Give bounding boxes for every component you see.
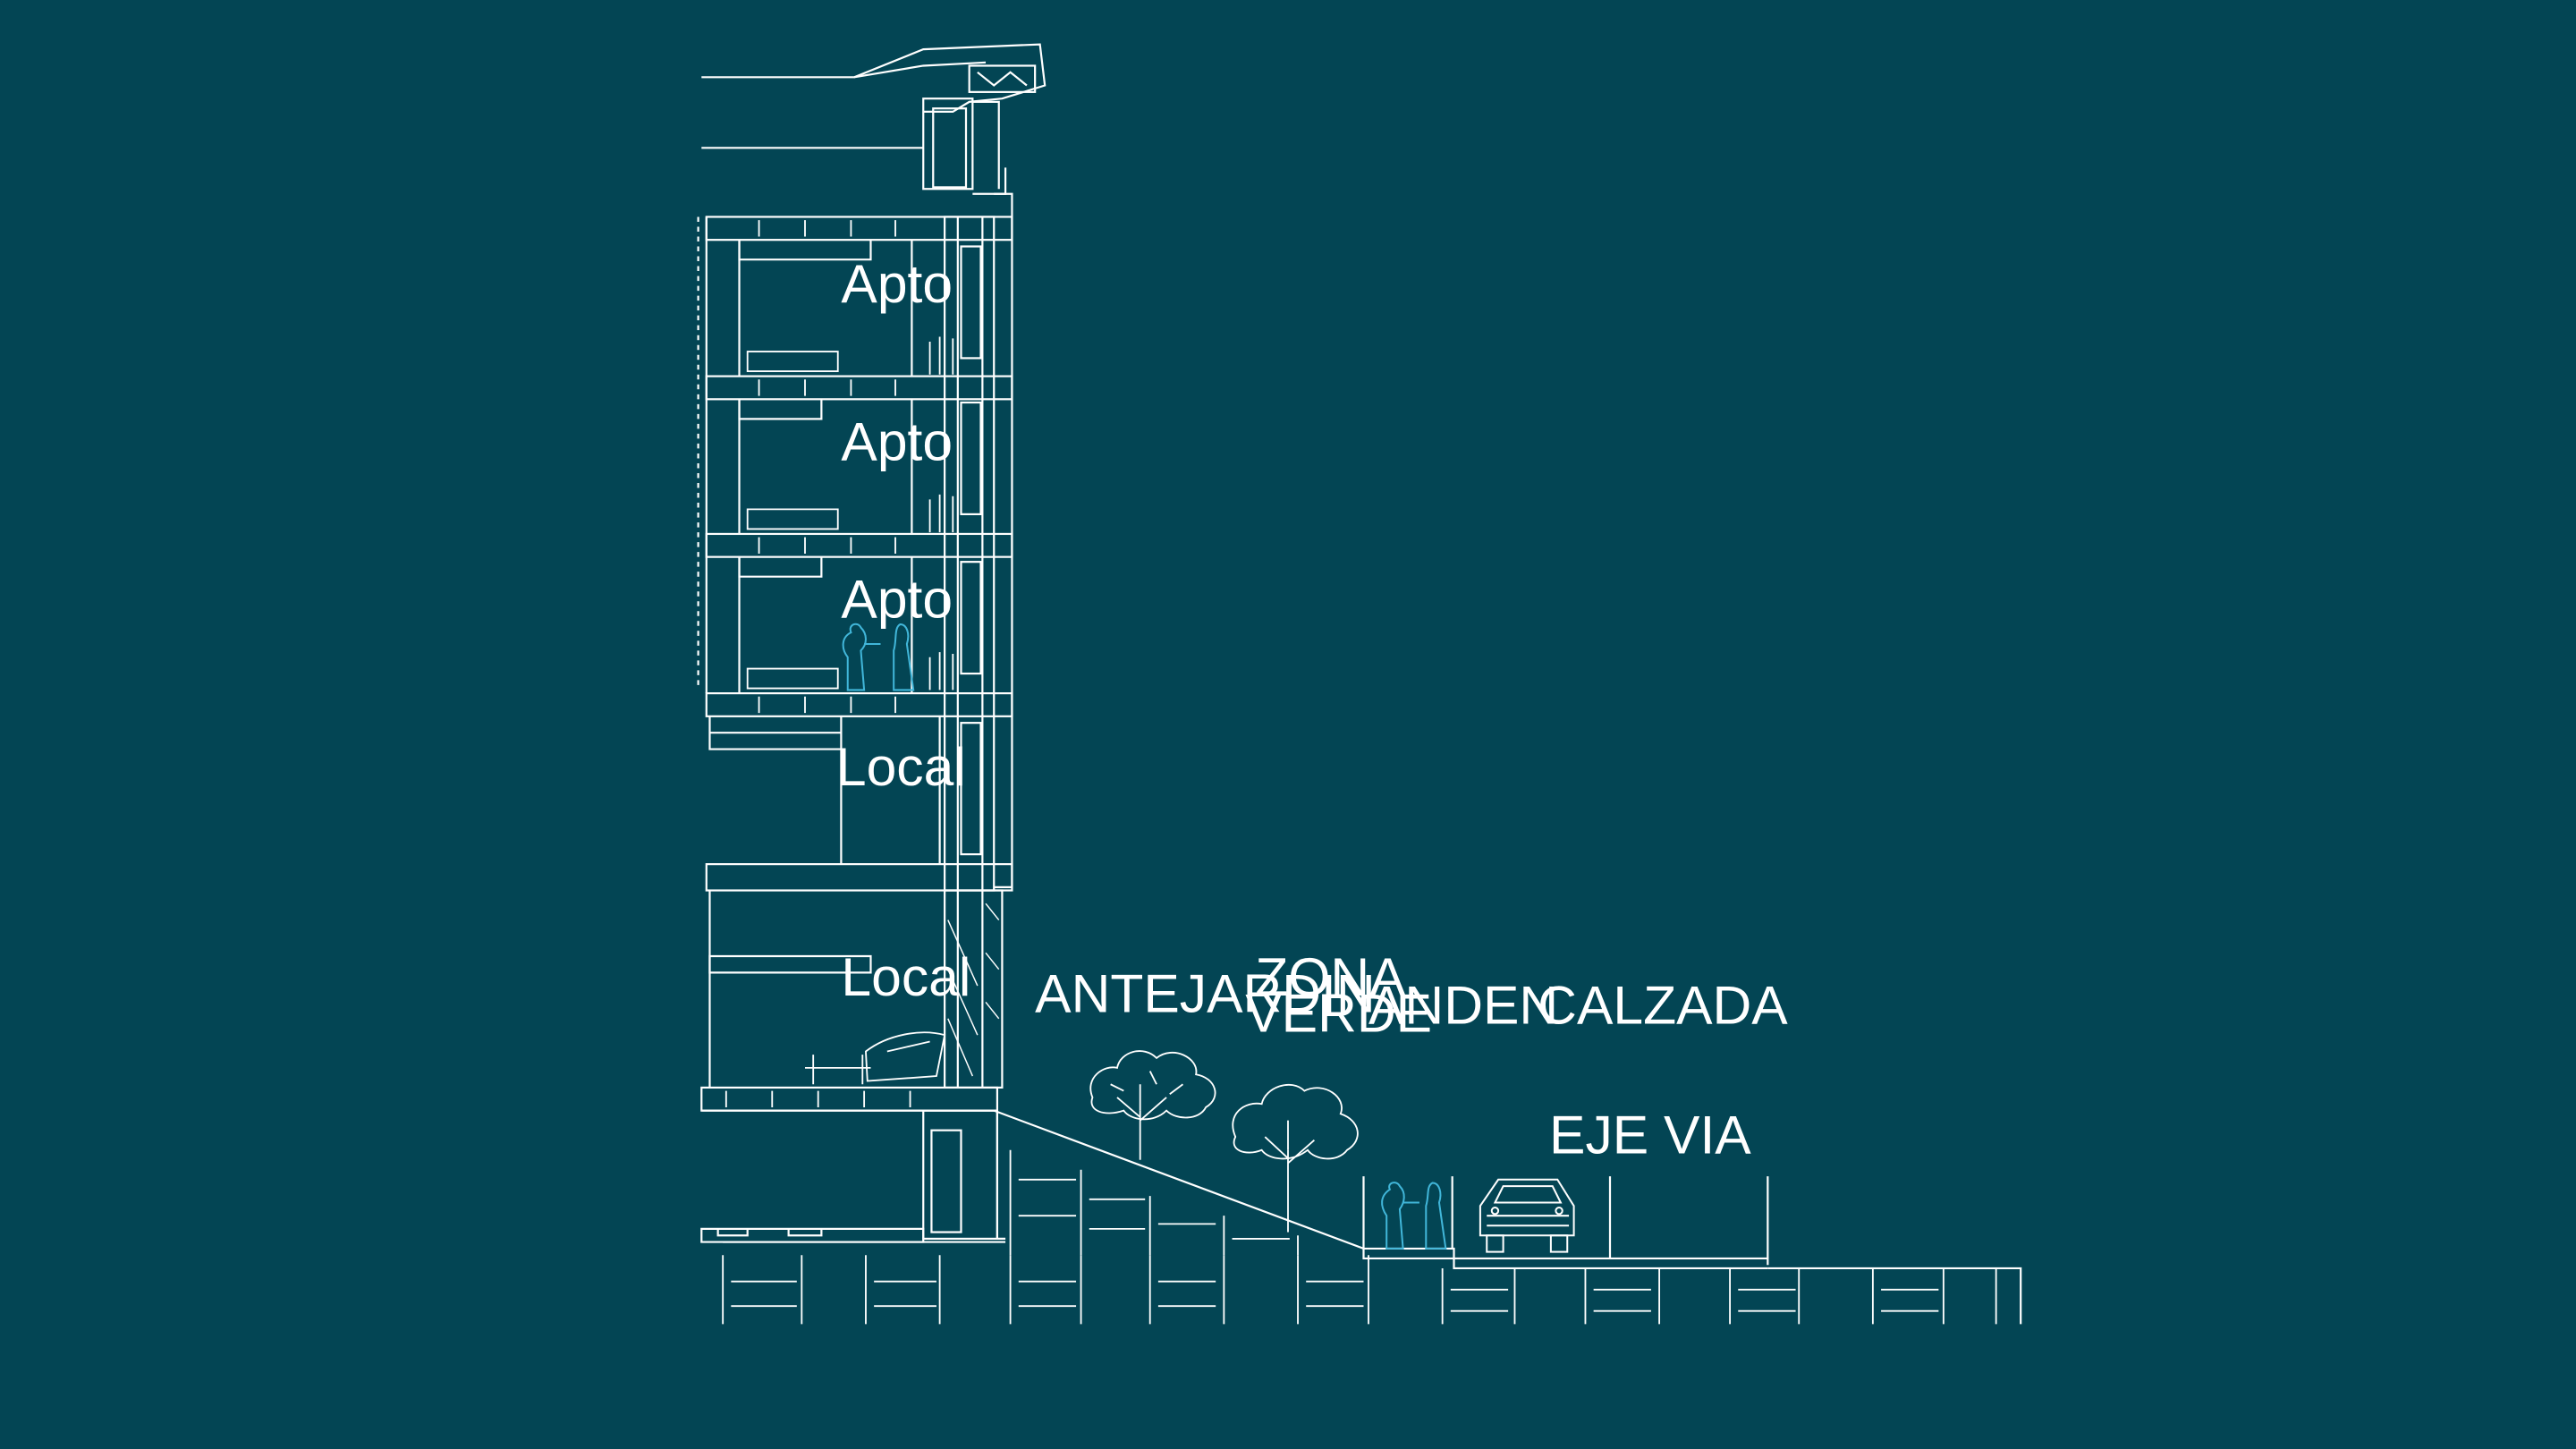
car — [1479, 1178, 1575, 1253]
tree-zona-verde — [1232, 1083, 1359, 1233]
zone-label-eje-via: EJE VIA — [1549, 1104, 1751, 1165]
zone-label-calzada: CALZADA — [1538, 974, 1788, 1035]
shopfront — [944, 889, 1004, 1089]
soil-hatch — [722, 1149, 1997, 1325]
people-figures — [842, 623, 1447, 1250]
zone-label-verde: VERDE — [1245, 982, 1432, 1043]
floor-label-apto-3: Apto — [841, 569, 953, 630]
interior-walls — [708, 240, 941, 1088]
zone-label-antejardin: ANTEJARDIN — [1035, 962, 1376, 1023]
exterior-wall — [697, 216, 708, 694]
floor-label-apto-4: Apto — [841, 411, 953, 471]
floor-label-local-2: Local — [836, 736, 966, 797]
zone-label-zona: ZONA — [1255, 946, 1406, 1007]
labels: Apto Apto Apto Local Local ANTEJARDIN ZO… — [836, 253, 1788, 1165]
furniture — [746, 336, 954, 1085]
zone-label-anden: ANDEN — [1368, 974, 1558, 1035]
roof-parapet — [701, 43, 1046, 195]
floor-label-apto-5: Apto — [841, 253, 953, 314]
basement — [700, 1109, 1006, 1243]
floor-label-local-1: Local — [841, 946, 970, 1007]
floor-slabs — [700, 216, 1013, 1112]
tree-antejardin — [1089, 1050, 1216, 1160]
ground-profile — [723, 1109, 2022, 1325]
